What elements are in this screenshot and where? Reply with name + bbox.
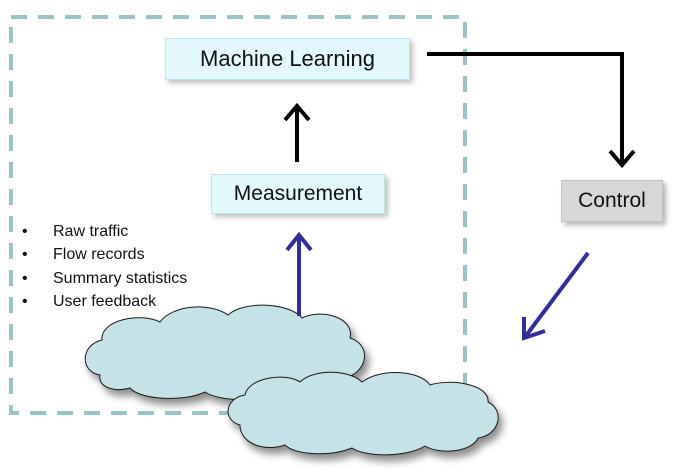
arrow-ml-to-control xyxy=(427,52,636,169)
machine-learning-label: Machine Learning xyxy=(200,46,375,71)
measurement-label: Measurement xyxy=(233,182,363,205)
bullet-icon: • xyxy=(22,246,28,264)
network-cloud-right xyxy=(227,371,499,456)
list-item: •Summary statistics xyxy=(22,267,187,290)
data-sources-list: •Raw traffic •Flow records •Summary stat… xyxy=(22,220,187,313)
list-item: •Raw traffic xyxy=(22,220,187,243)
bullet-icon: • xyxy=(22,223,28,240)
control-label: Control xyxy=(578,189,646,212)
list-item: •User feedback xyxy=(22,290,187,313)
arrow-control-to-network xyxy=(522,251,590,341)
list-item: •Flow records xyxy=(22,243,187,266)
arrow-measurement-to-ml xyxy=(283,102,311,162)
control-box: Control xyxy=(561,180,663,222)
bullet-icon: • xyxy=(22,292,28,310)
bullet-icon: • xyxy=(22,269,28,287)
machine-learning-box: Machine Learning xyxy=(165,38,410,80)
system-boundary xyxy=(9,15,467,415)
arrow-data-to-measurement xyxy=(285,231,313,316)
measurement-box: Measurement xyxy=(211,174,385,214)
network-cloud-left xyxy=(84,304,366,401)
